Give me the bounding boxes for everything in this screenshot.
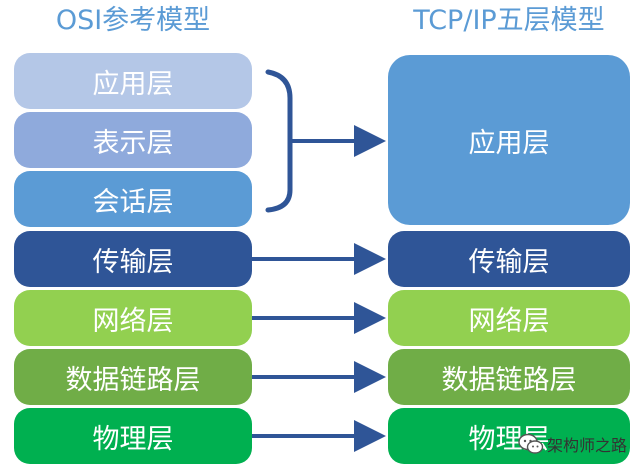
upper-layers-brace	[265, 69, 293, 213]
tcpip-layer-physical: 物理层	[388, 408, 630, 464]
tcpip-layer-application: 应用层	[388, 55, 630, 225]
osi-layer-physical: 物理层	[14, 408, 252, 464]
watermark: 架构师之路	[518, 432, 627, 456]
tcpip-layer-network: 网络层	[388, 290, 630, 346]
osi-layer-application: 应用层	[14, 53, 252, 109]
tcpip-model-title: TCP/IP五层模型	[413, 5, 605, 36]
osi-layer-session: 会话层	[14, 171, 252, 227]
watermark-text: 架构师之路	[547, 436, 628, 455]
tcpip-layer-transport: 传输层	[388, 231, 630, 287]
osi-layer-network: 网络层	[14, 290, 252, 346]
osi-layer-data-link: 数据链路层	[14, 349, 252, 405]
osi-model-title: OSI参考模型	[55, 5, 211, 36]
osi-layer-transport: 传输层	[14, 231, 252, 287]
wechat-icon	[518, 433, 544, 454]
osi-layer-presentation: 表示层	[14, 112, 252, 168]
tcpip-layer-data-link: 数据链路层	[388, 349, 630, 405]
